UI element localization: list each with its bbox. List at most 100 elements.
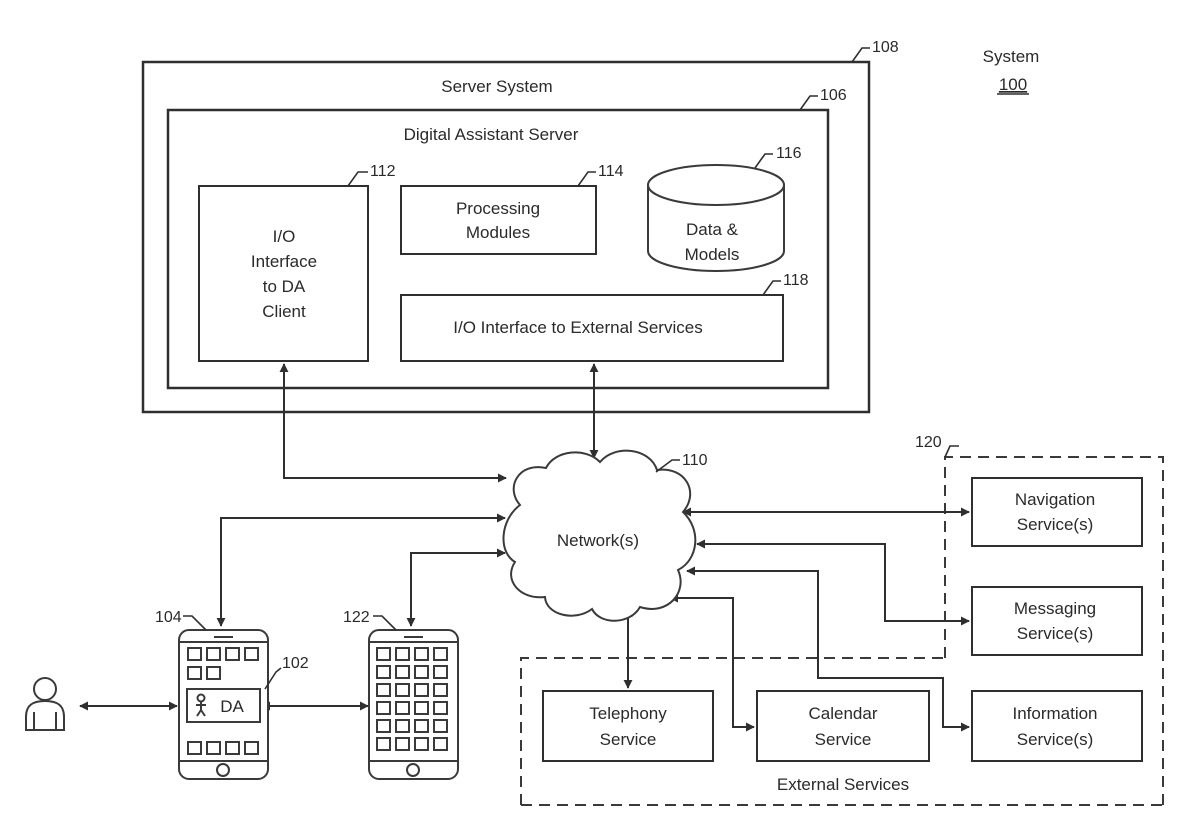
user-device-ref: 104 [155, 609, 182, 626]
io-client-box [198, 185, 369, 362]
app-icon [225, 647, 240, 661]
app-icon [376, 719, 391, 733]
second-device-app-icons [376, 647, 448, 751]
app-icon [206, 647, 221, 661]
messaging-service-line-1: Messaging [1014, 599, 1096, 618]
arrow-io-client-network [279, 363, 507, 483]
user-device-app-icons [187, 647, 259, 755]
external-services-boundary-left [520, 657, 945, 805]
app-icon [206, 666, 221, 680]
app-icon [414, 647, 429, 661]
app-icon [244, 741, 259, 755]
system-ref: 100 [999, 75, 1027, 94]
server-system-ref: 108 [872, 39, 899, 56]
app-icon [414, 683, 429, 697]
data-models-store: Data & Models 116 [647, 145, 802, 272]
information-service-box [971, 690, 1143, 762]
io-client-line-3: to DA [263, 277, 306, 296]
processing-modules: Processing Modules 114 [400, 163, 624, 255]
user-head [33, 677, 57, 701]
second-device-ref: 122 [343, 609, 370, 626]
arrow-device-network [216, 513, 506, 627]
da-client-figure-body [196, 701, 206, 717]
app-icon [395, 647, 410, 661]
app-icon [376, 665, 391, 679]
app-icon [414, 737, 429, 751]
app-icon [376, 683, 391, 697]
io-client-ref: 112 [370, 163, 396, 180]
calendar-service-line-1: Calendar [809, 704, 878, 723]
app-icon [395, 683, 410, 697]
io-interface-external: I/O Interface to External Services 118 [400, 272, 809, 362]
io-external-label: I/O Interface to External Services [453, 318, 702, 337]
external-services-leader [944, 445, 959, 458]
data-models-line-1: Data & [686, 220, 739, 239]
io-client-line-2: Interface [251, 252, 317, 271]
information-service-line-2: Service(s) [1017, 730, 1094, 749]
da-client-label: DA [220, 697, 244, 716]
app-icon [225, 741, 240, 755]
calendar-service: Calendar Service [756, 690, 930, 762]
app-icon [433, 665, 448, 679]
data-models-line-2: Models [685, 245, 740, 264]
io-client-leader [347, 171, 368, 187]
io-interface-da-client: I/O Interface to DA Client 112 [198, 163, 396, 362]
arrow-network-calendar [669, 593, 755, 732]
da-server-ref: 106 [820, 87, 847, 104]
io-external-leader [762, 280, 781, 296]
app-icon [395, 719, 410, 733]
app-icon [376, 647, 391, 661]
app-icon [395, 701, 410, 715]
processing-ref: 114 [598, 163, 624, 180]
external-services-ref: 120 [915, 434, 942, 451]
app-icon [433, 737, 448, 751]
telephony-service: Telephony Service [542, 690, 714, 762]
messaging-service-line-2: Service(s) [1017, 624, 1094, 643]
messaging-service: Messaging Service(s) [971, 586, 1143, 656]
network-cloud: Network(s) 110 [502, 449, 708, 622]
network-label: Network(s) [557, 531, 639, 550]
app-icon [433, 647, 448, 661]
second-device-body [368, 629, 459, 780]
app-icon [376, 737, 391, 751]
network-cloud-shape [502, 449, 697, 622]
navigation-service-line-1: Navigation [1015, 490, 1095, 509]
system-label: System [983, 47, 1040, 66]
app-icon [433, 701, 448, 715]
telephony-service-box [542, 690, 714, 762]
user-device-home-button [216, 763, 230, 777]
second-device-leader [373, 615, 397, 631]
network-leader [655, 459, 680, 473]
data-models-cylinder-top [647, 164, 785, 206]
data-models-ref: 116 [776, 145, 802, 162]
da-client-leader [264, 667, 282, 690]
app-icon [433, 683, 448, 697]
app-icon [414, 701, 429, 715]
arrow-second-device-network [406, 548, 506, 627]
server-system-leader [851, 47, 870, 63]
app-icon [395, 737, 410, 751]
user-body [25, 699, 65, 731]
telephony-service-line-1: Telephony [589, 704, 667, 723]
processing-line-1: Processing [456, 199, 540, 218]
app-icon [187, 741, 202, 755]
app-icon [187, 666, 202, 680]
app-icon [244, 647, 259, 661]
calendar-service-box [756, 690, 930, 762]
da-server-leader [799, 95, 818, 111]
navigation-service: Navigation Service(s) [971, 477, 1143, 547]
processing-line-2: Modules [466, 223, 530, 242]
da-server-label: Digital Assistant Server [404, 125, 579, 144]
processing-leader [577, 171, 596, 187]
app-icon [206, 741, 221, 755]
connectors [79, 363, 970, 732]
app-icon [414, 665, 429, 679]
navigation-service-box [971, 477, 1143, 547]
app-icon [433, 719, 448, 733]
data-models-cylinder [647, 185, 785, 272]
server-system-label: Server System [441, 77, 552, 96]
navigation-service-line-2: Service(s) [1017, 515, 1094, 534]
information-service-line-1: Information [1012, 704, 1097, 723]
io-external-box [400, 294, 784, 362]
